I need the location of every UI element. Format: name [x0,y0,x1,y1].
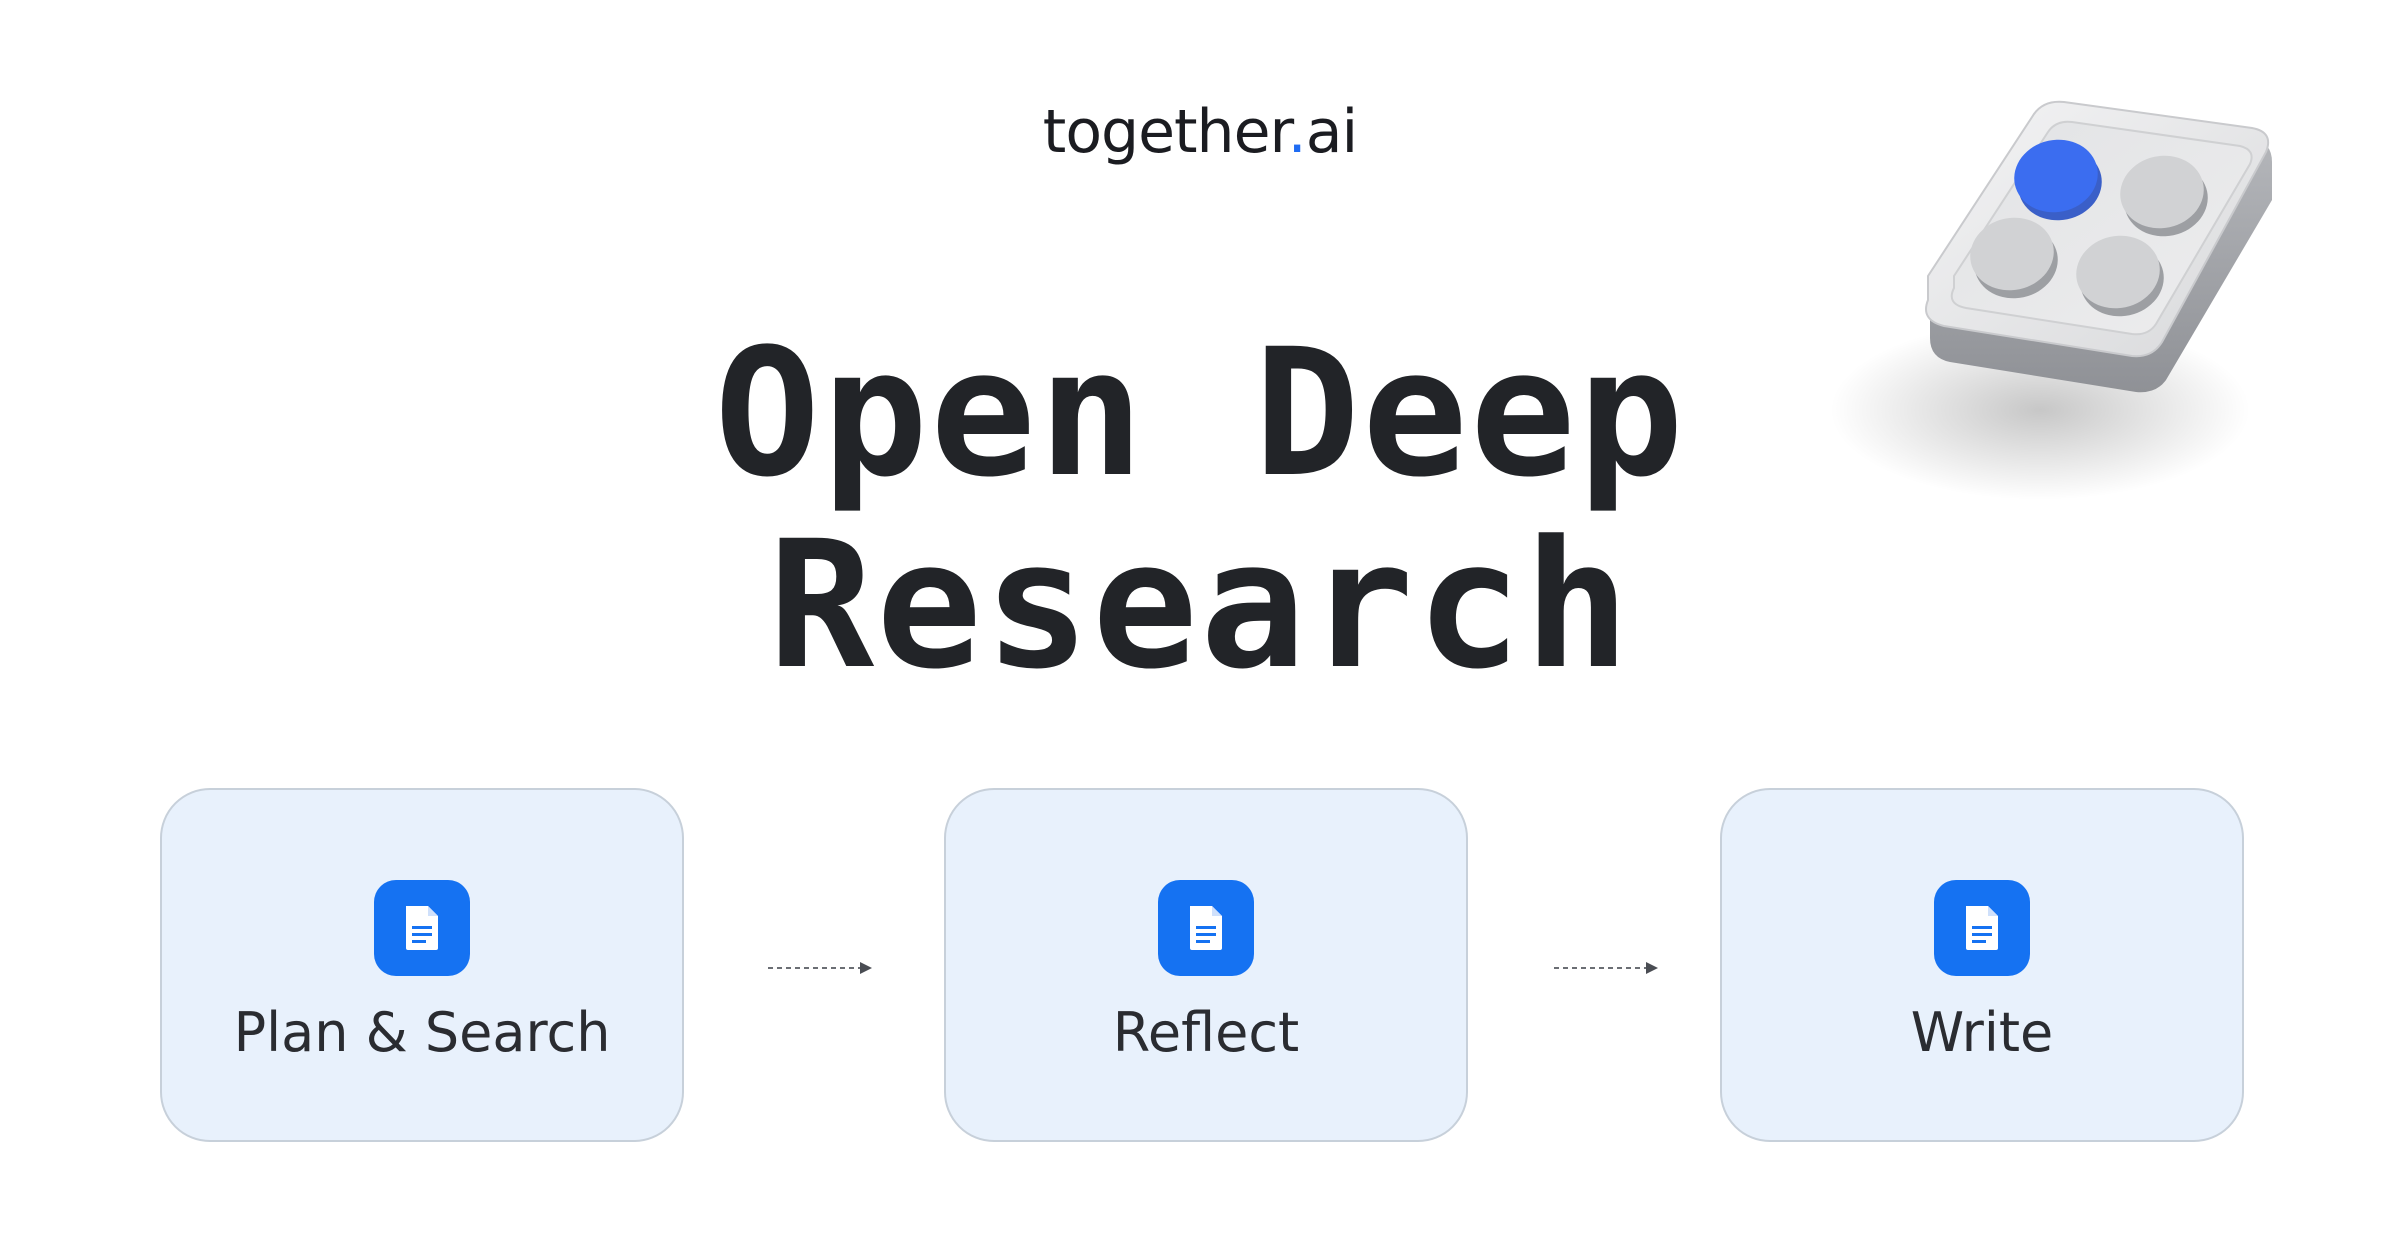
title-line-2: Research [768,503,1632,708]
logo-brand: together [1042,97,1289,167]
keypad-chip-icon [1820,80,2320,520]
logo-suffix: ai [1305,97,1358,167]
step-card-write: Write [1720,788,2244,1142]
step-card-reflect: Reflect [944,788,1468,1142]
title-line-1: Open Deep [714,311,1686,516]
brand-logo: together.ai [0,92,2400,172]
document-icon [1934,880,2030,976]
logo-dot: . [1287,97,1307,167]
document-icon [1158,880,1254,976]
step-card-plan-search: Plan & Search [160,788,684,1142]
arrow-right-icon [768,962,872,974]
document-icon [374,880,470,976]
arrow-right-icon [1554,962,1658,974]
step-label-reflect: Reflect [1112,1001,1300,1064]
step-label-plan-search: Plan & Search [233,1001,611,1064]
page-title: Open Deep Research [0,318,2400,702]
step-label-write: Write [1910,1001,2054,1064]
